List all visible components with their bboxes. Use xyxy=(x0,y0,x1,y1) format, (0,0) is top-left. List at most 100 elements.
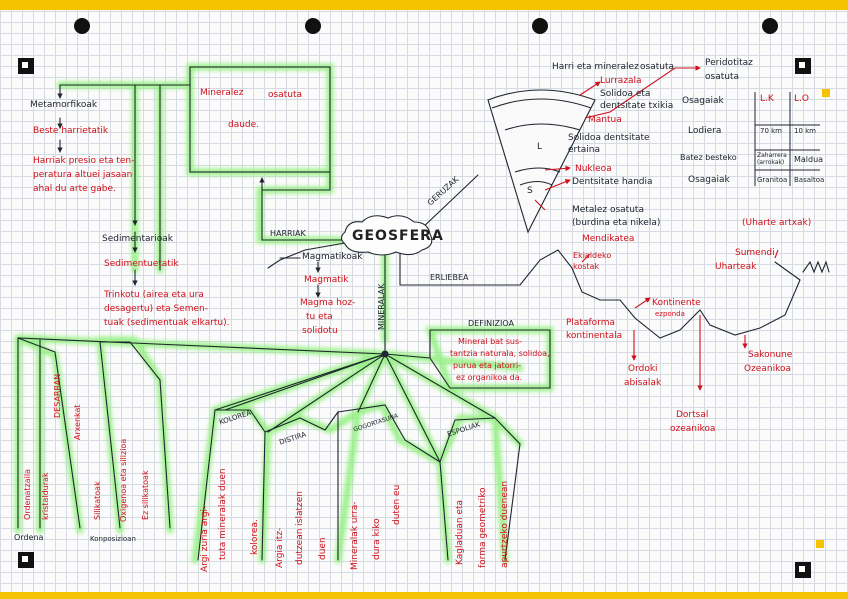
table-row-label: Lodiera xyxy=(688,126,722,136)
property-desc: duen xyxy=(318,537,328,560)
class-arxenkat: Arxenkat xyxy=(73,404,82,440)
mantle-desc: Solidoa dentsitate xyxy=(568,133,650,143)
branch-harriak: HARRIAK xyxy=(270,229,306,238)
magmatic-desc: solidotu xyxy=(302,326,338,336)
mountains-label: Mendikatea xyxy=(582,234,635,244)
property-desc: Mineralak urra- xyxy=(350,501,360,570)
bottom-yellow-edge xyxy=(0,592,848,599)
property-desc: Argia itz- xyxy=(275,527,285,568)
label-S: S xyxy=(527,186,533,196)
property-desc: duten eu xyxy=(392,484,402,525)
magmatic-label: Magmatikoak xyxy=(302,252,363,262)
binder-hole xyxy=(305,18,321,34)
plains-label: Ordoki xyxy=(628,364,658,374)
metamorphic-desc: ahal du arte gabe. xyxy=(33,184,116,194)
geosfera-title: GEOSFERA xyxy=(352,228,444,244)
property-desc: forma geometriko xyxy=(478,487,488,568)
sedimentary-desc: desagertu) eta Semen- xyxy=(104,304,208,314)
table-cell: Granitoa xyxy=(757,176,788,184)
volcano-label: Sumendi xyxy=(735,248,775,258)
property-desc: apurtzeko duenean xyxy=(500,480,510,568)
binder-hole xyxy=(74,18,90,34)
branch-mineralak: MINERALAK xyxy=(377,283,386,330)
magmatic-from: Magmatik xyxy=(304,275,349,285)
crust-desc: Solidoa eta xyxy=(600,89,651,99)
table-head: L.K xyxy=(760,94,774,104)
definition-text: tantzia naturala, solidoa, xyxy=(450,349,550,358)
peridotite-note: Peridotitaz xyxy=(705,58,753,68)
classification-order: Ordena xyxy=(14,533,44,542)
coast-label: Ekialdeko xyxy=(573,251,612,260)
class-desc: kristaldurak xyxy=(41,472,50,520)
property-desc: dura kiko xyxy=(372,518,382,560)
metals-note: (burdina eta nikela) xyxy=(572,218,661,228)
minerals-box-line: Mineralez xyxy=(200,88,244,98)
branch-erliebea: ERLIEBEA xyxy=(430,273,469,282)
classification-composition: Konposizioan xyxy=(90,535,136,543)
ridge-label: ozeanikoa xyxy=(670,424,716,434)
table-cell: Maldua xyxy=(794,155,824,164)
metamorphic-desc: peratura altuei jasaan xyxy=(33,170,133,180)
slope-label: Kontinente xyxy=(652,298,701,308)
slope-label: ezponda xyxy=(655,310,685,318)
geosfera-cloud xyxy=(340,215,433,256)
magmatic-desc: Magma hoz- xyxy=(300,298,356,308)
minerals-box-line: osatuta xyxy=(268,90,302,100)
shelf-label: kontinentala xyxy=(566,331,623,341)
table-cell: Zaharrera (arrokak) xyxy=(757,152,787,166)
trench-label: Sakonune xyxy=(748,350,793,360)
definition-title: DEFINIZIOA xyxy=(468,319,514,328)
definition-text: Mineral bat sus- xyxy=(458,337,523,346)
table-cell: Basaltoa xyxy=(794,176,825,184)
metamorphic-from: Beste harrietatik xyxy=(33,126,109,136)
yellow-square xyxy=(822,89,830,97)
ridge-label: Dortsal xyxy=(676,410,709,420)
property-desc: Kagladuan eta xyxy=(455,499,465,565)
sedimentary-from: Sedimentuetatik xyxy=(104,259,179,269)
yellow-square xyxy=(816,540,824,548)
property-desc: dutzean islatzen xyxy=(295,491,305,565)
class-desc: Ez silikatoak xyxy=(141,470,150,520)
peridotite-note: osatuta xyxy=(705,72,739,82)
trench-label: Ozeanikoa xyxy=(744,364,791,374)
class-desarran: DESARRAN xyxy=(53,373,62,418)
plains-label: abisalak xyxy=(624,378,662,388)
class-desc: Oxigenoa eta silizioa xyxy=(119,438,128,522)
top-yellow-edge xyxy=(0,0,848,10)
label-L: L xyxy=(537,142,543,152)
crust-label: Lurrazala xyxy=(600,76,642,86)
property-desc: Argi zuria argi- xyxy=(200,505,210,572)
class-desc: Ordenatzaila xyxy=(23,468,32,520)
binder-hole xyxy=(532,18,548,34)
property-desc: tuta mineralak duen xyxy=(218,468,228,560)
table-row-label: Batez besteko xyxy=(680,153,737,162)
core-desc: Dentsitate handia xyxy=(572,177,653,187)
binder-hole xyxy=(762,18,778,34)
table-cell: 70 km xyxy=(760,127,783,135)
corner-marker-icon xyxy=(18,552,34,568)
corner-marker-icon xyxy=(18,58,34,74)
class-desc: Silikatoak xyxy=(93,481,102,520)
table-cell: 10 km xyxy=(794,127,817,135)
minerals-box-line: daude. xyxy=(228,120,260,130)
volcano-label: Uharteak xyxy=(715,262,757,272)
layers-composed: osatuta xyxy=(640,62,674,72)
metamorphic-desc: Harriak presio eta ten- xyxy=(33,156,135,166)
table-row-label: Osagaiak xyxy=(688,175,730,185)
sedimentary-desc: Trinkotu (airea eta ura xyxy=(104,290,204,300)
layers-title-top: Harri eta mineralez xyxy=(552,62,639,72)
sedimentary-desc: tuak (sedimentuak elkartu). xyxy=(104,318,230,328)
definition-text: ez organikoa da. xyxy=(456,373,523,382)
metals-note: Metalez osatuta xyxy=(572,205,644,215)
mantle-desc: ertaina xyxy=(568,145,601,155)
corner-marker-icon xyxy=(795,58,811,74)
corner-marker-icon xyxy=(795,562,811,578)
property-desc: kolorea. xyxy=(250,519,260,555)
crust-desc: dentsitate txikia xyxy=(600,101,674,111)
earth-layers-cone xyxy=(487,89,596,234)
volcano-note: (Uharte artxak) xyxy=(742,218,812,228)
metamorphic-label: Metamorfikoak xyxy=(30,100,98,110)
magmatic-desc: tu eta xyxy=(306,312,333,322)
